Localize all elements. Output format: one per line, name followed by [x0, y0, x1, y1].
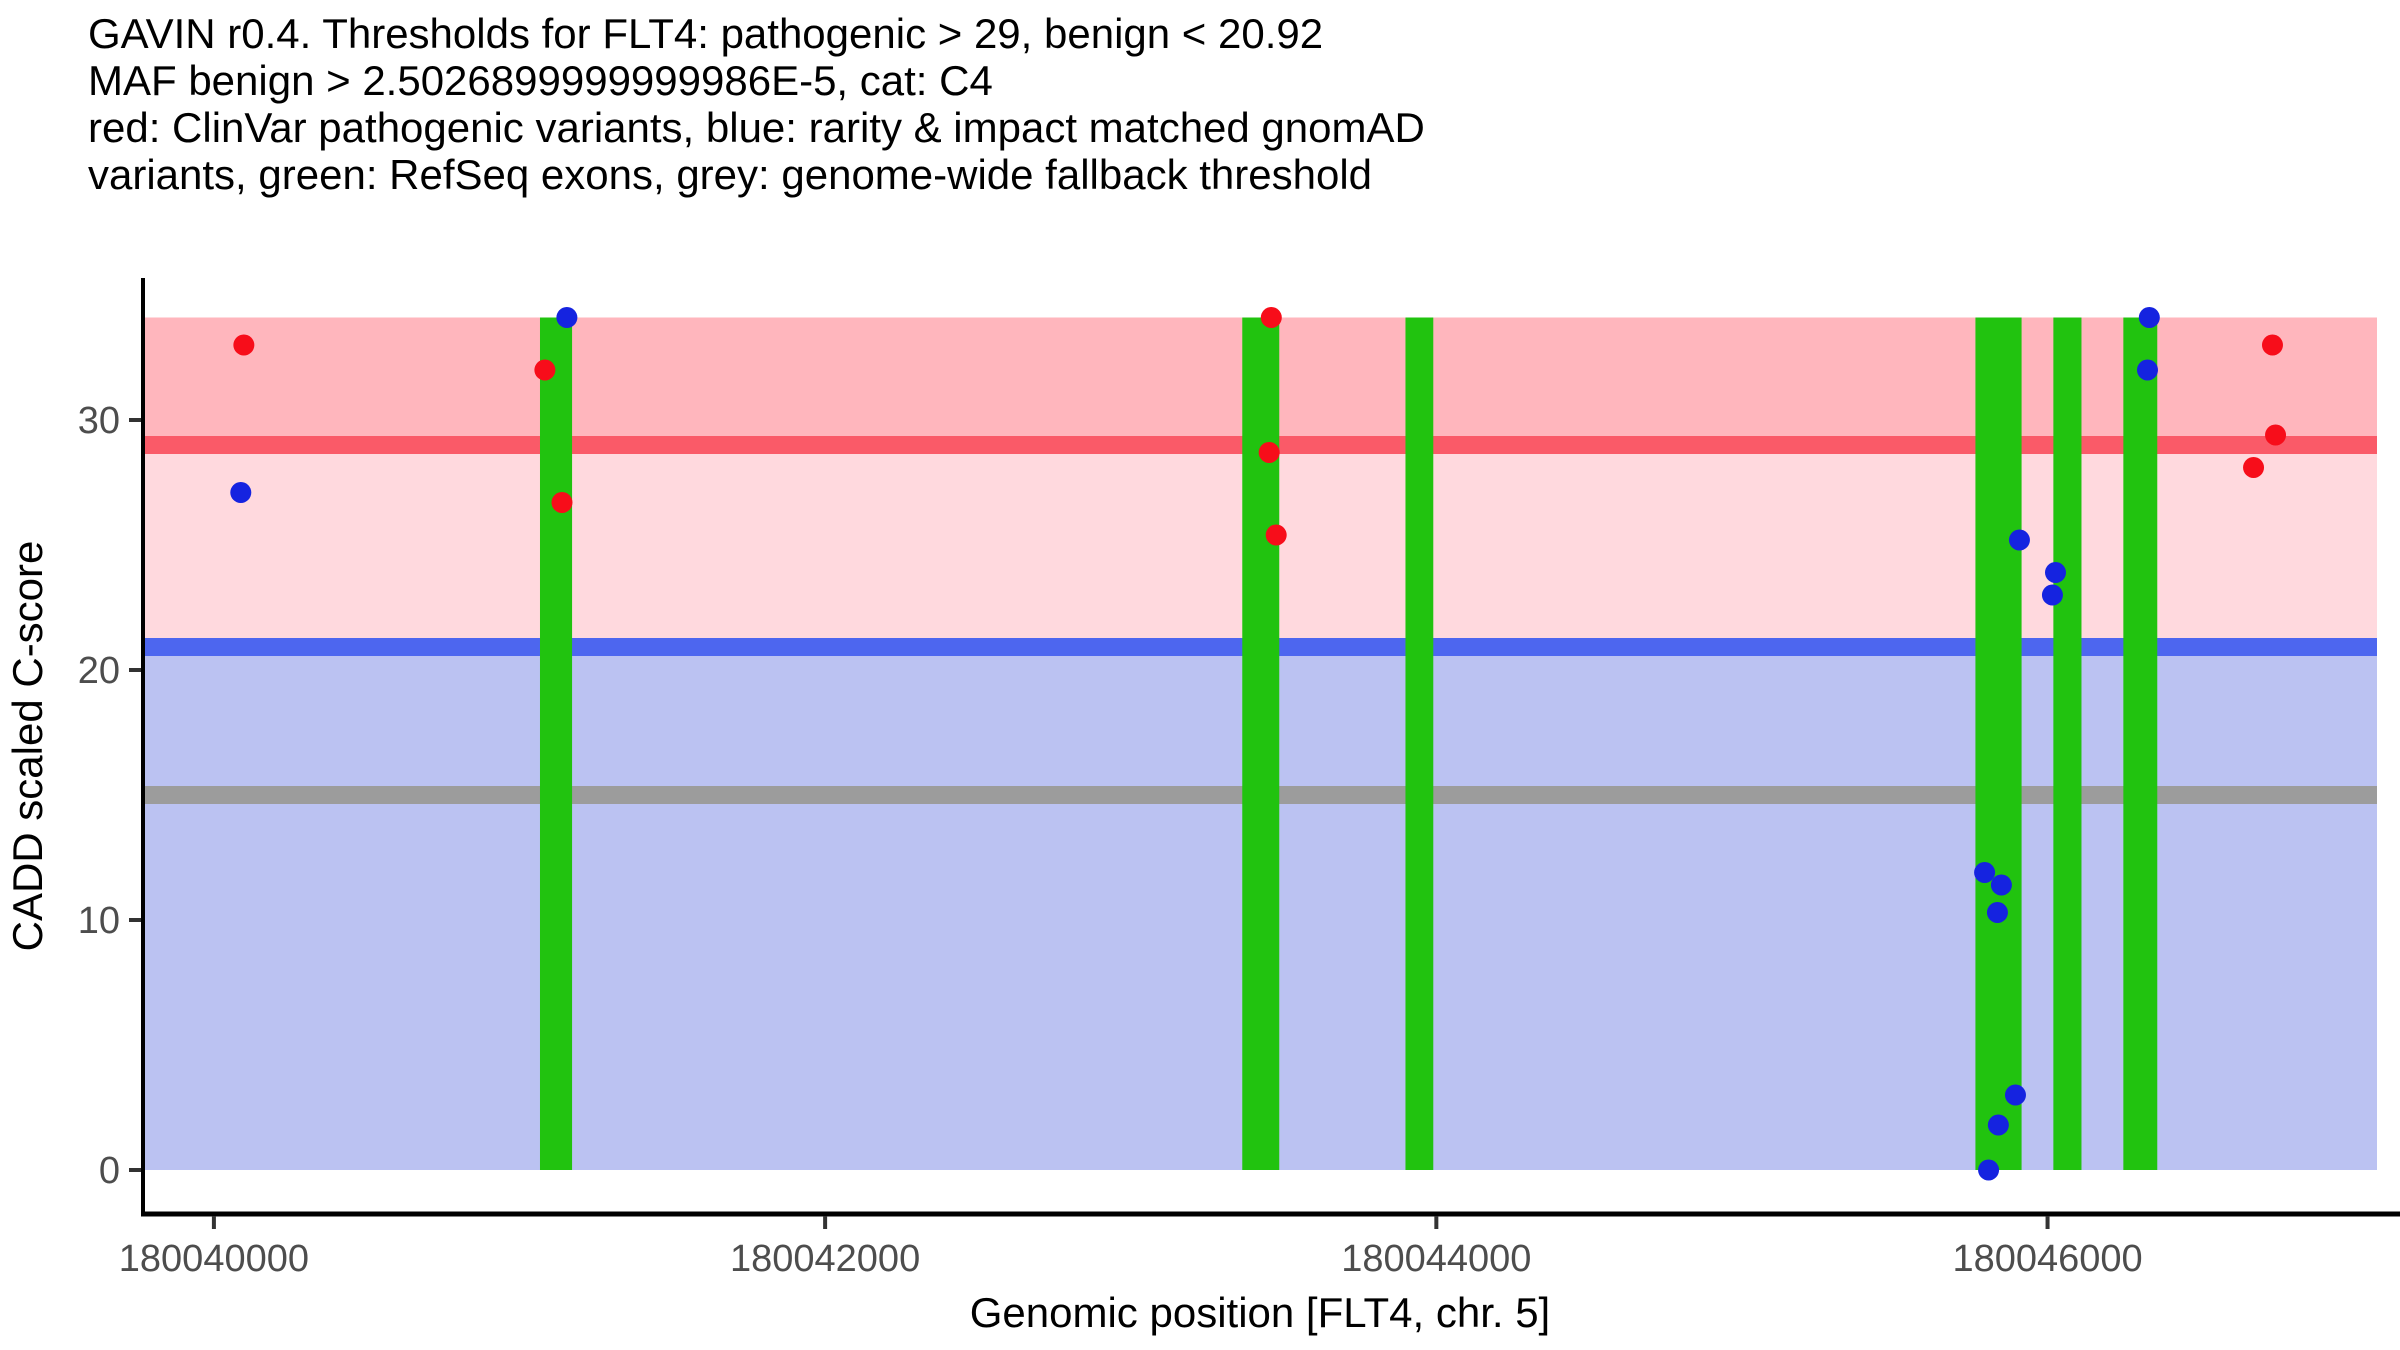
- refseq-exon-bar: [1975, 317, 2022, 1170]
- y-tick-label: 20: [78, 650, 120, 692]
- x-tick-label: 180046000: [1952, 1238, 2142, 1280]
- gnomad-matched-point: [2136, 359, 2158, 381]
- refseq-exon-bar: [2123, 317, 2158, 1170]
- plot-title: GAVIN r0.4. Thresholds for FLT4: pathoge…: [88, 10, 1425, 198]
- clinvar-pathogenic-point: [2265, 424, 2287, 446]
- clinvar-pathogenic-point: [2261, 334, 2283, 356]
- x-tick-label: 180040000: [119, 1238, 309, 1280]
- plot-title-line-2: MAF benign > 2.5026899999999986E-5, cat:…: [88, 57, 993, 104]
- refseq-exon-bar: [539, 317, 573, 1170]
- gnomad-matched-point: [2008, 529, 2030, 551]
- plot-title-line-3: red: ClinVar pathogenic variants, blue: …: [88, 104, 1425, 151]
- y-tick-label: 0: [99, 1150, 120, 1192]
- clinvar-pathogenic-point: [1258, 442, 1280, 463]
- clinvar-pathogenic-point: [233, 334, 255, 356]
- gnomad-matched-point: [1974, 862, 1996, 883]
- gnomad-matched-point: [1987, 1114, 2009, 1136]
- gnomad-matched-point: [1990, 874, 2012, 896]
- x-tick-label: 180044000: [1341, 1238, 1531, 1280]
- y-axis-title: CADD scaled C-score: [4, 541, 51, 952]
- gnomad-matched-point: [556, 307, 578, 328]
- gnomad-matched-point: [1986, 902, 2008, 923]
- clinvar-pathogenic-point: [1265, 524, 1287, 546]
- clinvar-pathogenic-point: [2243, 457, 2265, 478]
- gnomad-matched-point: [1978, 1159, 2000, 1181]
- x-axis-title: Genomic position [FLT4, chr. 5]: [970, 1289, 1550, 1336]
- clinvar-pathogenic-point: [534, 359, 556, 381]
- gnomad-matched-point: [230, 482, 252, 503]
- plot-title-line-1: GAVIN r0.4. Thresholds for FLT4: pathoge…: [88, 10, 1324, 57]
- clinvar-pathogenic-point: [1260, 307, 1282, 328]
- y-tick-label: 10: [78, 900, 120, 942]
- clinvar-pathogenic-point: [551, 492, 573, 513]
- plot-title-line-4: variants, green: RefSeq exons, grey: gen…: [88, 151, 1373, 198]
- gnomad-matched-point: [2138, 307, 2160, 328]
- refseq-exon-bar: [1405, 317, 1434, 1170]
- gnomad-matched-point: [2004, 1084, 2026, 1106]
- gnomad-matched-point: [2041, 584, 2063, 606]
- refseq-exon-bar: [2053, 317, 2082, 1170]
- gnomad-matched-point: [2044, 562, 2066, 583]
- x-tick-label: 180042000: [730, 1238, 920, 1280]
- y-tick-label: 30: [78, 400, 120, 442]
